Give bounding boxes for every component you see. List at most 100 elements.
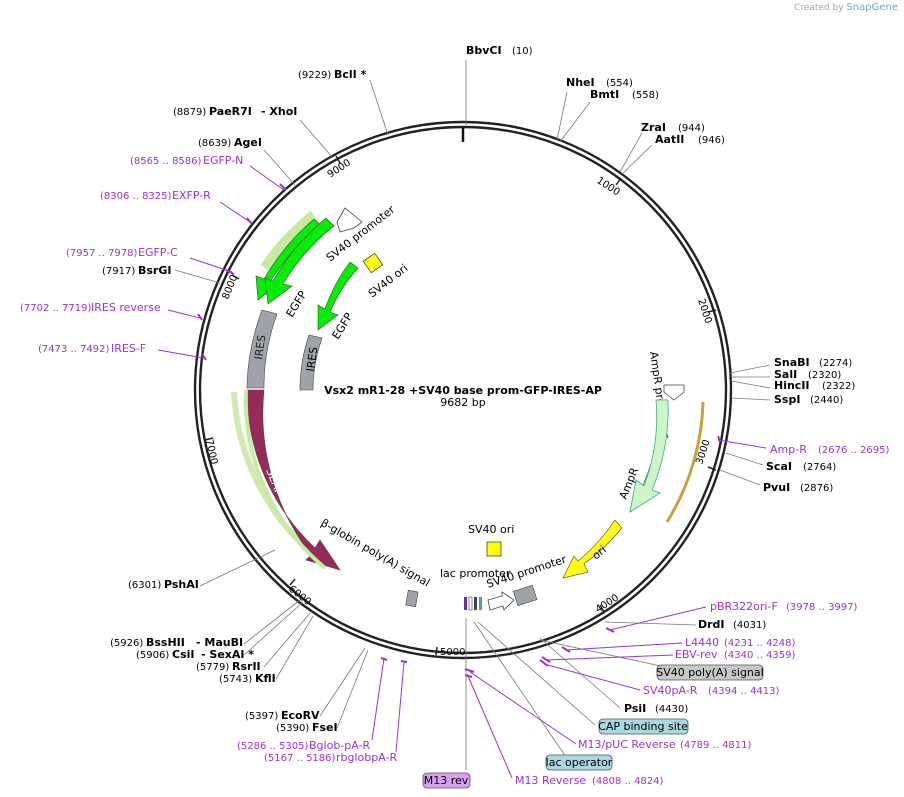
site-agei[interactable]: (8639) AgeI: [198, 136, 262, 149]
site-maubi-name: - MauBI: [196, 636, 243, 649]
site-pshai[interactable]: (6301) PshAI: [128, 578, 199, 591]
site-drdi-pos: (4031): [733, 620, 766, 631]
primer-bglob-pa-r-name: Bglob-pA-R: [309, 739, 371, 752]
primer-ires-f-pos: (7473 .. 7492): [38, 344, 110, 355]
feature-ires-outer[interactable]: IRES: [246, 309, 278, 389]
site-zrai[interactable]: ZraI (944): [641, 121, 705, 134]
primer-egfp-c[interactable]: (7957 .. 7978) EGFP-C: [66, 246, 178, 259]
primer-m13-puc-reverse-pos: (4789 .. 4811): [680, 740, 752, 751]
feature-cap-binding-site-label: CAP binding site: [598, 720, 688, 733]
primer-ires-reverse-name: IRES reverse: [91, 301, 161, 314]
site-scai[interactable]: ScaI (2764): [766, 460, 836, 473]
site-zrai-name: ZraI: [641, 121, 666, 134]
feature-lac-promoter[interactable]: lac promoter: [440, 567, 515, 611]
site-hincii[interactable]: HincII (2322): [774, 379, 855, 392]
feature-egfp-inner[interactable]: EGFP: [317, 261, 359, 342]
site-sali-name: SalI: [774, 368, 797, 381]
feature-sv40-ori-1[interactable]: SV40 ori: [362, 252, 410, 300]
site-sspi[interactable]: SspI (2440): [774, 393, 843, 406]
plasmid-backbone: [193, 120, 733, 660]
primer-bglob-pa-r-pos: (5286 .. 5305): [237, 741, 309, 752]
primer-amp-r-name: Amp-R: [770, 443, 807, 456]
site-ecorv[interactable]: (5397) EcoRV: [245, 709, 320, 722]
site-pvui-name: PvuI: [763, 481, 790, 494]
plasmid-size: 9682 bp: [440, 396, 485, 409]
primer-exfp-r-name: EXFP-R: [172, 189, 211, 202]
site-kfli-name: KflI: [255, 672, 276, 685]
feature-bglobin-polya-label: β-globin poly(A) signal: [319, 516, 433, 589]
primer-rbglobpa-r-pos: (5167 .. 5186): [264, 753, 336, 764]
site-scai-name: ScaI: [766, 460, 792, 473]
site-bmti[interactable]: BmtI (558): [590, 88, 659, 101]
site-sspi-name: SspI: [774, 393, 800, 406]
site-rsrii[interactable]: (5779) RsrII: [196, 660, 261, 673]
feature-cap-binding-site[interactable]: CAP binding site: [598, 718, 689, 735]
primer-m13-puc-reverse-name: M13/pUC Reverse: [578, 738, 676, 751]
primer-amp-r-pos: (2676 .. 2695): [818, 445, 890, 456]
site-aatii-name: AatII: [655, 133, 684, 146]
primer-bglob-pa-r[interactable]: (5286 .. 5305) Bglob-pA-R: [237, 739, 371, 752]
feature-m13-rev[interactable]: M13 rev: [422, 772, 471, 789]
primer-sv40pa-r[interactable]: SV40pA-R (4394 .. 4413): [643, 684, 780, 697]
feature-bglobin-polya[interactable]: β-globin poly(A) signal: [319, 516, 433, 608]
primer-exfp-r[interactable]: (8306 .. 8325) EXFP-R: [100, 189, 211, 202]
site-bsshii[interactable]: (5926) BssHII - MauBI: [110, 636, 243, 649]
primer-rbglobpa-r[interactable]: (5167 .. 5186) rbglobpA-R: [264, 751, 397, 764]
site-bbvci[interactable]: BbvCI (10): [466, 44, 533, 57]
site-fsei[interactable]: (5390) FseI: [276, 721, 338, 734]
primer-m13-reverse[interactable]: M13 Reverse (4808 .. 4824): [515, 774, 664, 787]
primer-egfp-n[interactable]: (8565 .. 8586) EGFP-N: [130, 154, 243, 167]
feature-sv40-ori-2-label: SV40 ori: [468, 523, 514, 536]
site-drdi[interactable]: DrdI (4031): [698, 618, 766, 631]
primer-pbr322ori-f-pos: (3978 .. 3997): [786, 602, 858, 613]
site-bmti-name: BmtI: [590, 88, 619, 101]
site-csii[interactable]: (5906) CsiI - SexAI *: [136, 648, 254, 661]
site-nhei[interactable]: NheI (554): [566, 76, 633, 89]
feature-lac-operator[interactable]: lac operator: [545, 754, 613, 771]
feature-ori[interactable]: ori: [562, 519, 623, 579]
feature-lac-promoter-label: lac promoter: [440, 567, 511, 580]
site-sali[interactable]: SalI (2320): [774, 368, 841, 381]
site-kfli[interactable]: (5743) KflI: [219, 672, 276, 685]
site-bcli[interactable]: (9229) BclI *: [298, 68, 367, 81]
site-bsshii-name: BssHII: [146, 636, 185, 649]
site-aatii[interactable]: AatII (946): [655, 133, 725, 146]
feature-seap[interactable]: SEAP: [231, 389, 341, 571]
site-pvui[interactable]: PvuI (2876): [763, 481, 833, 494]
primer-ires-f[interactable]: (7473 .. 7492) IRES-F: [38, 342, 146, 355]
ampr-outer-arc: [665, 401, 705, 523]
feature-sv40-polya-signal[interactable]: SV40 poly(A) signal: [656, 664, 764, 681]
site-pvui-pos: (2876): [800, 483, 833, 494]
feature-sv40-promoter-1[interactable]: SV40 promoter: [324, 203, 398, 265]
feature-sv40-ori-2[interactable]: SV40 ori: [468, 523, 514, 557]
site-psii[interactable]: PsiI (4430): [624, 702, 688, 715]
feature-ampr[interactable]: AmpR: [617, 399, 669, 513]
tick-7000: 7000: [203, 438, 219, 465]
primer-sv40pa-r-name: SV40pA-R: [643, 684, 698, 697]
site-paer7i[interactable]: (8879) PaeR7I - XhoI: [173, 105, 297, 118]
site-bcli-pos: (9229): [298, 70, 331, 81]
site-snabi[interactable]: SnaBI (2274): [774, 356, 852, 369]
primer-amp-r[interactable]: Amp-R (2676 .. 2695): [770, 443, 890, 456]
primer-pbr322ori-f[interactable]: pBR322ori-F (3978 .. 3997): [710, 600, 858, 613]
feature-egfp-outer[interactable]: EGFP: [255, 210, 335, 320]
primer-exfp-r-pos: (8306 .. 8325): [100, 191, 172, 202]
site-agei-name: AgeI: [234, 136, 262, 149]
site-csii-pos: (5906): [136, 650, 169, 661]
tick-1000: 1000: [594, 175, 621, 198]
primer-m13-reverse-pos: (4808 .. 4824): [592, 776, 664, 787]
primer-ires-reverse[interactable]: (7702 .. 7719) IRES reverse: [20, 301, 161, 314]
feature-ires-inner[interactable]: IRES: [299, 334, 323, 391]
primer-leaders: [157, 165, 767, 779]
primer-m13-puc-reverse[interactable]: M13/pUC Reverse (4789 .. 4811): [578, 738, 752, 751]
tick-4000: 4000: [594, 592, 621, 615]
site-bsrgi-pos: (7917): [102, 266, 135, 277]
feature-m13-rev-label: M13 rev: [424, 774, 469, 787]
site-rsrii-name: RsrII: [232, 660, 261, 673]
site-csii-name: CsiI: [172, 648, 194, 661]
primer-l4440[interactable]: L4440 (4231 .. 4248): [685, 636, 796, 649]
branding-prefix: Created by: [794, 3, 844, 13]
site-bsrgi[interactable]: (7917) BsrGI: [102, 264, 171, 277]
primer-ebv-rev[interactable]: EBV-rev (4340 .. 4359): [675, 648, 796, 661]
site-bbvci-pos: (10): [512, 46, 533, 57]
